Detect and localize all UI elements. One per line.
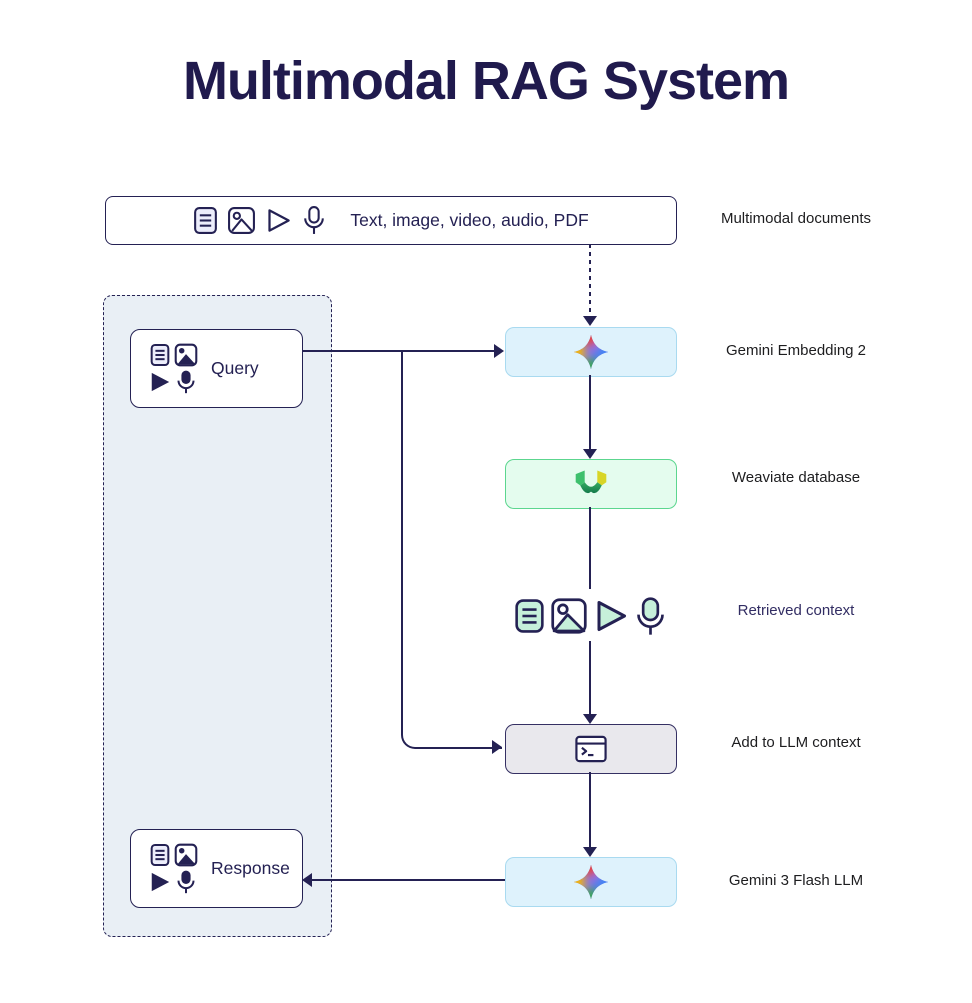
microphone-icon <box>634 596 667 636</box>
query-box: Query <box>130 329 303 408</box>
play-icon <box>593 598 629 634</box>
arrowhead-down-icon <box>583 847 597 857</box>
multimodal-input-text: Text, image, video, audio, PDF <box>350 210 589 230</box>
document-icon <box>150 843 170 867</box>
arrowhead-down-icon <box>583 316 597 326</box>
play-icon <box>149 871 171 893</box>
branch-connector-line <box>401 351 502 749</box>
label-gemini-embedding: Gemini Embedding 2 <box>725 342 867 359</box>
node-weaviate <box>505 459 677 509</box>
node-add-llm-context <box>505 724 677 774</box>
query-modality-icons <box>148 343 198 394</box>
response-modality-icons <box>148 843 198 894</box>
node-gemini-flash <box>505 857 677 907</box>
weaviate-logo-icon <box>573 469 609 499</box>
document-icon <box>150 343 170 367</box>
response-label: Response <box>211 858 290 878</box>
connector-line <box>312 879 505 881</box>
image-icon <box>174 843 198 867</box>
node-gemini-embedding <box>505 327 677 377</box>
connector-line <box>589 375 591 449</box>
dotted-connector-line <box>589 244 591 316</box>
image-icon <box>550 597 588 635</box>
image-icon <box>174 343 198 367</box>
connector-line <box>303 350 495 352</box>
label-retrieved-context: Retrieved context <box>737 602 855 619</box>
label-multimodal-documents: Multimodal documents <box>720 210 872 227</box>
microphone-icon <box>176 369 196 394</box>
microphone-icon <box>301 205 327 236</box>
gemini-star-icon <box>573 334 609 370</box>
query-label: Query <box>211 358 259 378</box>
retrieved-context-icons <box>505 590 675 642</box>
arrowhead-left-icon <box>302 873 312 887</box>
connector-line <box>589 641 591 714</box>
arrowhead-down-icon <box>583 714 597 724</box>
multimodal-input-box: Text, image, video, audio, PDF <box>105 196 677 245</box>
arrowhead-down-icon <box>583 449 597 459</box>
connector-line <box>589 772 591 847</box>
play-icon <box>149 371 171 393</box>
play-icon <box>265 207 292 234</box>
document-icon <box>193 206 218 235</box>
response-box: Response <box>130 829 303 908</box>
page-title: Multimodal RAG System <box>182 51 790 111</box>
label-add-llm-context: Add to LLM context <box>731 734 861 751</box>
connector-line <box>589 507 591 589</box>
arrowhead-right-icon <box>492 740 502 754</box>
label-weaviate-database: Weaviate database <box>731 469 861 486</box>
gemini-star-icon <box>573 864 609 900</box>
microphone-icon <box>176 869 196 894</box>
terminal-icon <box>574 734 608 764</box>
document-icon <box>514 598 545 634</box>
label-gemini-flash: Gemini 3 Flash LLM <box>728 872 864 889</box>
image-icon <box>227 206 256 235</box>
